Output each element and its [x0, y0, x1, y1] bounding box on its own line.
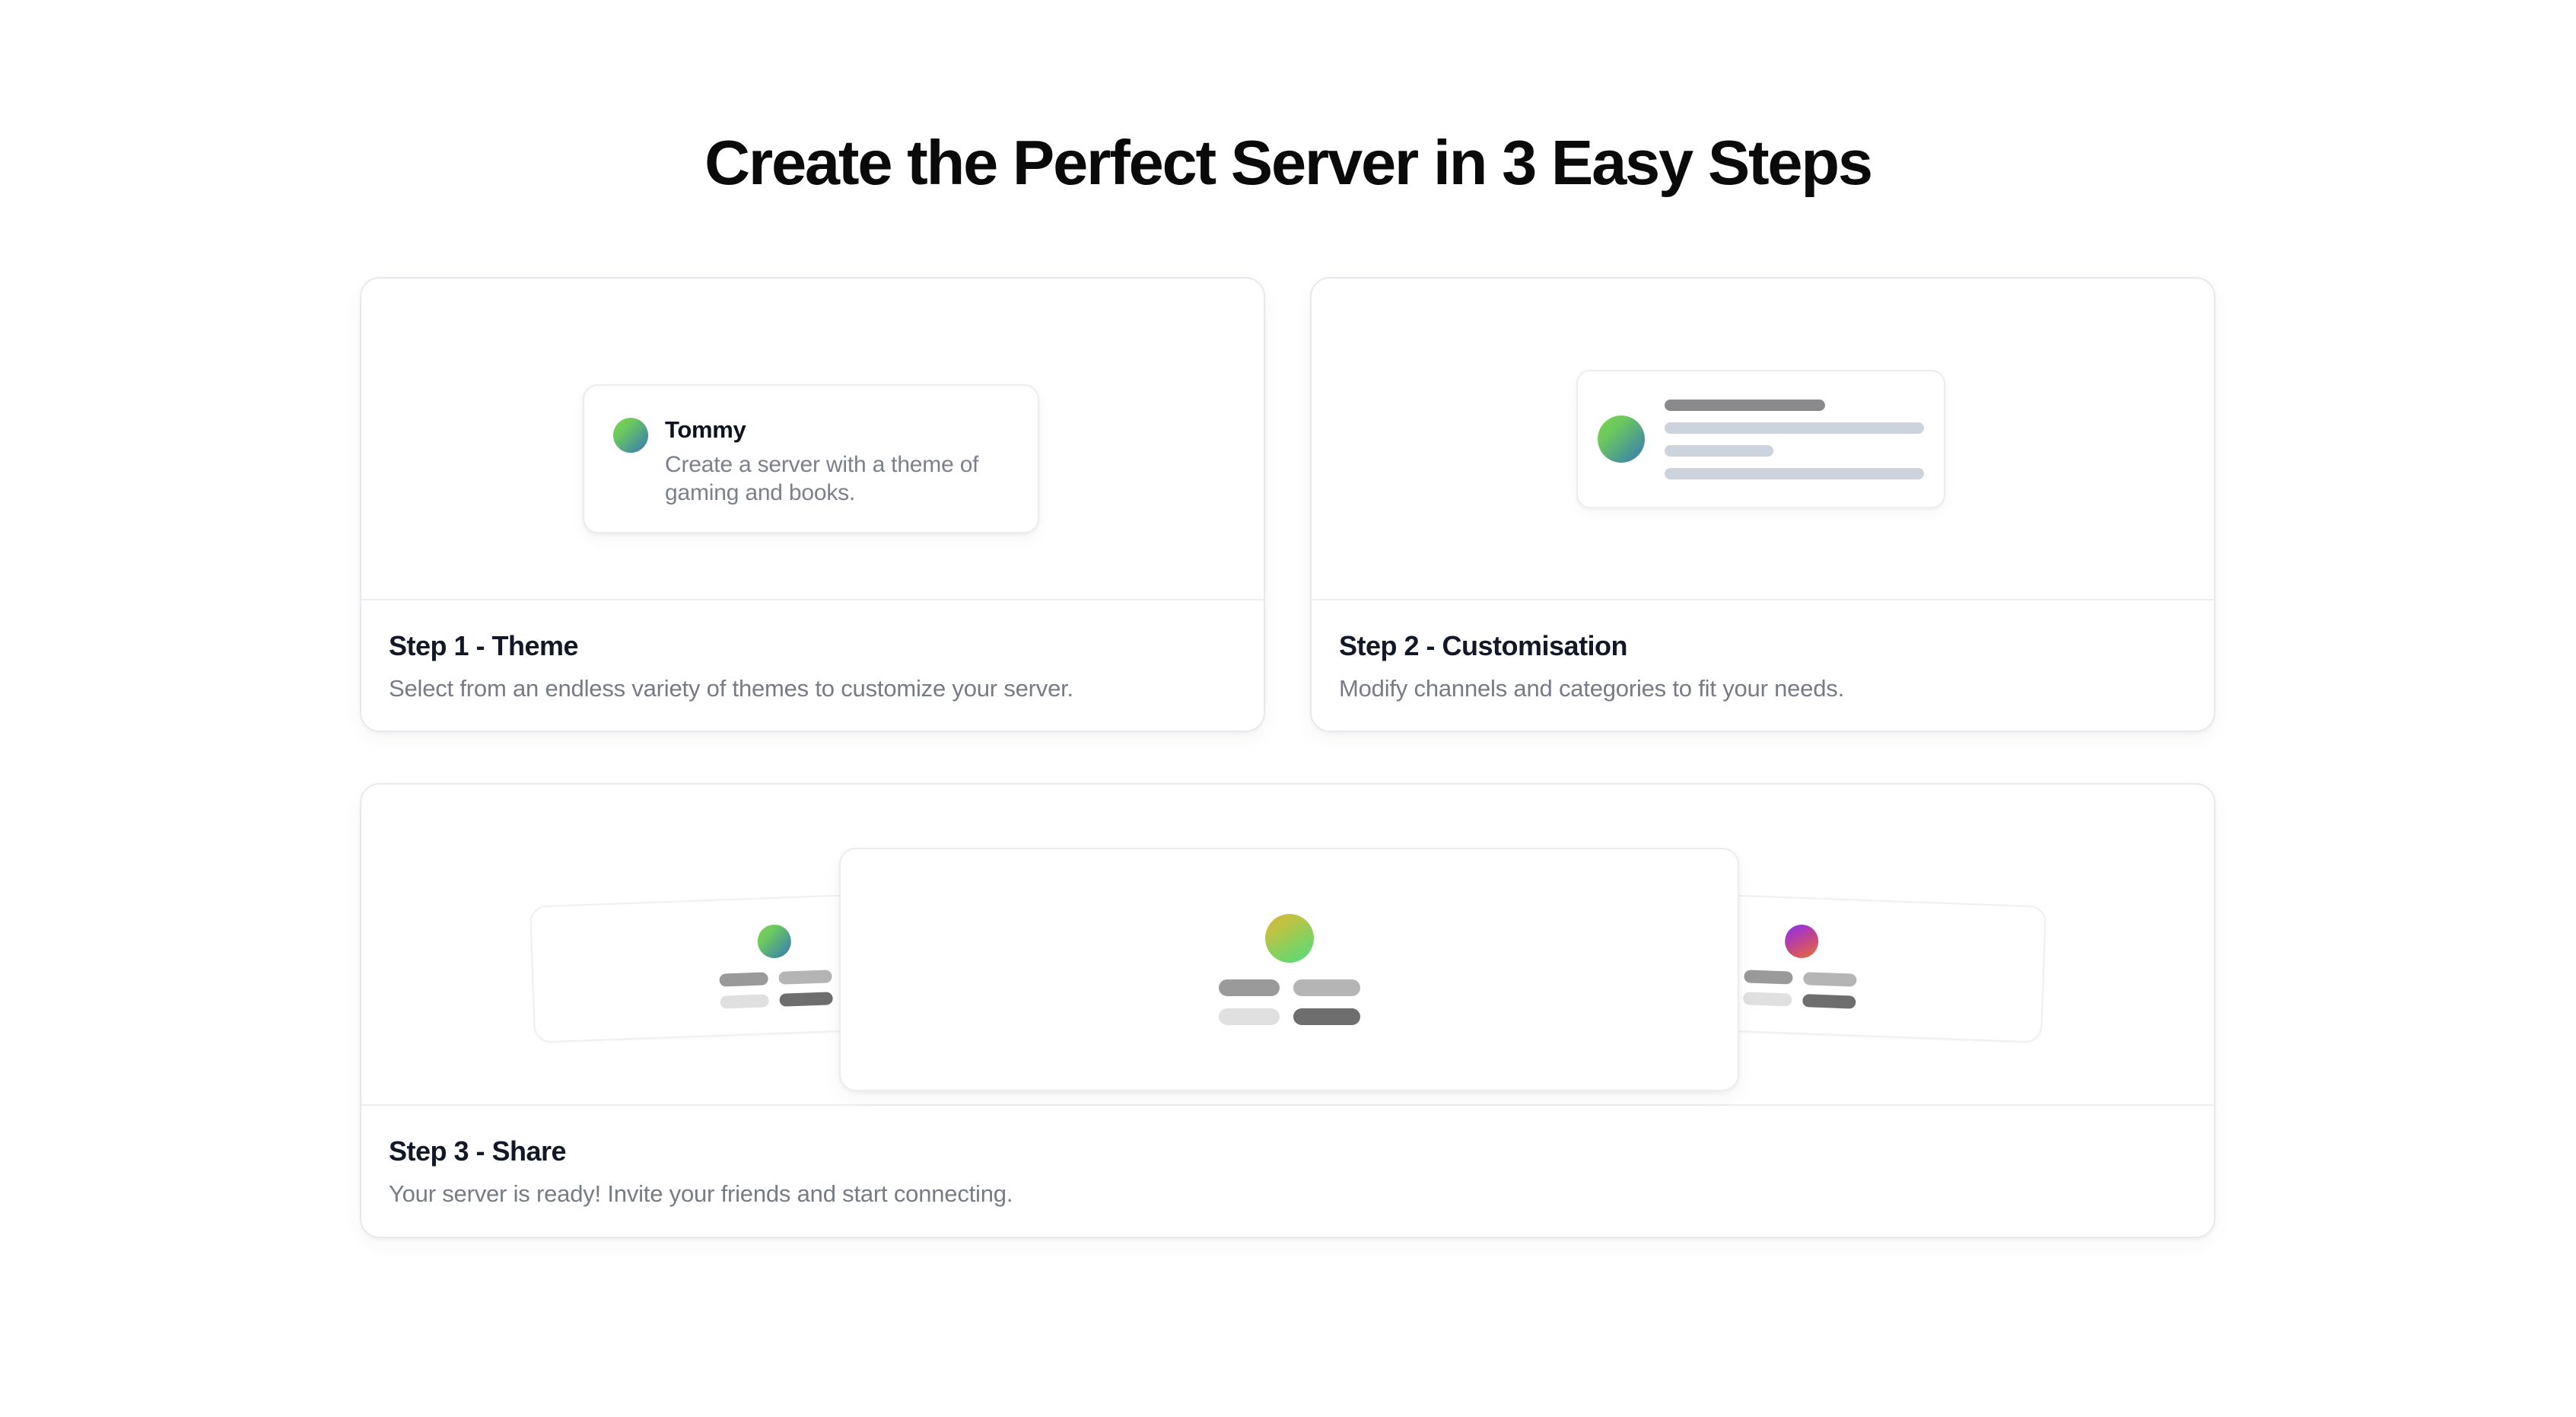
- share-bar: [1743, 992, 1792, 1007]
- share-bar: [1744, 970, 1793, 985]
- step-1-title: Step 1 - Theme: [389, 630, 579, 661]
- theme-suggestion-text: Tommy Create a server with a theme of ga…: [665, 416, 992, 508]
- step-card-customisation[interactable]: Step 2 - Customisation Modify channels a…: [1310, 277, 2215, 732]
- avatar-gradient-green-blue-icon: [1598, 416, 1645, 463]
- share-bar-grid: [1743, 970, 1857, 1009]
- share-bar: [1293, 979, 1360, 996]
- skeleton-bar: [1665, 444, 1774, 457]
- share-bar: [1293, 1008, 1360, 1025]
- step-1-footer: Step 1 - Theme Select from an endless va…: [361, 599, 1264, 731]
- skeleton-lines: [1665, 399, 1924, 479]
- share-bar: [779, 992, 833, 1007]
- theme-suggestion-message: Create a server with a theme of gaming a…: [665, 451, 979, 506]
- channel-skeleton-panel[interactable]: [1576, 370, 1945, 508]
- skeleton-bar: [1665, 399, 1826, 411]
- share-card-content: [717, 922, 833, 1009]
- step-1-illustration: Tommy Create a server with a theme of ga…: [361, 279, 1264, 602]
- step-3-title: Step 3 - Share: [389, 1135, 567, 1167]
- step-3-illustration: [361, 785, 2214, 1107]
- step-3-description: Your server is ready! Invite your friend…: [389, 1180, 1013, 1208]
- share-bar: [719, 972, 768, 987]
- skeleton-bar: [1665, 467, 1924, 479]
- step-2-description: Modify channels and categories to fit yo…: [1339, 675, 1844, 702]
- page-title: Create the Perfect Server in 3 Easy Step…: [704, 127, 1873, 198]
- step-2-title: Step 2 - Customisation: [1339, 630, 1628, 661]
- step-3-footer: Step 3 - Share Your server is ready! Inv…: [361, 1104, 2214, 1237]
- share-bar: [778, 970, 832, 985]
- share-bar: [1803, 972, 1857, 987]
- share-card-center[interactable]: [839, 848, 1739, 1091]
- avatar-gradient-green-blue-icon: [613, 418, 648, 453]
- share-card-content: [1743, 922, 1859, 1009]
- share-bar: [720, 994, 769, 1009]
- share-card-content: [1218, 914, 1360, 1025]
- step-2-footer: Step 2 - Customisation Modify channels a…: [1312, 599, 2214, 731]
- share-bar-grid: [1218, 979, 1360, 1025]
- share-bar: [1218, 1008, 1280, 1025]
- theme-suggestion-card[interactable]: Tommy Create a server with a theme of ga…: [583, 384, 1039, 533]
- step-1-description: Select from an endless variety of themes…: [389, 675, 1073, 702]
- share-bar: [1218, 979, 1280, 996]
- avatar-gradient-yellow-green-icon: [1264, 914, 1314, 963]
- step-card-share[interactable]: Step 3 - Share Your server is ready! Inv…: [360, 783, 2215, 1238]
- step-card-theme[interactable]: Tommy Create a server with a theme of ga…: [360, 277, 1265, 732]
- avatar-gradient-purple-orange-icon: [1784, 924, 1819, 959]
- skeleton-bar: [1665, 422, 1924, 434]
- step-2-illustration: [1312, 279, 2214, 602]
- avatar-gradient-green-blue-icon: [757, 924, 792, 959]
- theme-suggestion-name: Tommy: [665, 416, 746, 443]
- share-bar: [1802, 994, 1856, 1009]
- share-bar-grid: [719, 970, 833, 1009]
